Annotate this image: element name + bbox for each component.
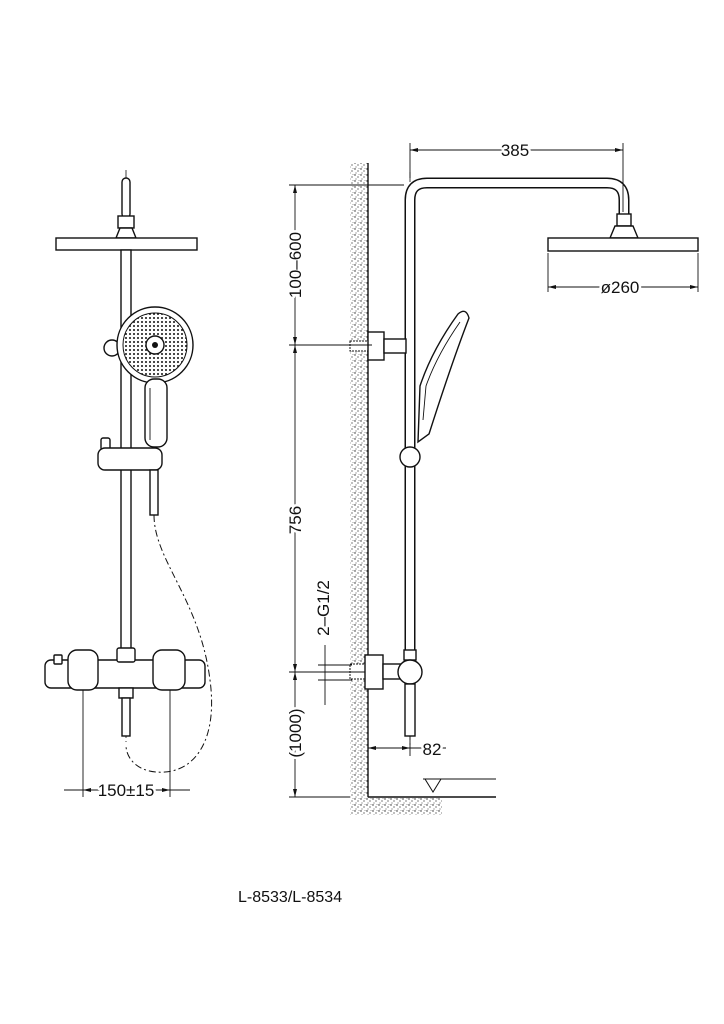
arrowhead-mixer-upper	[293, 664, 297, 672]
lower-inlet-thread	[349, 663, 366, 680]
arrowhead-bracket-upper	[293, 337, 297, 345]
vertical-chain-dimension: 100–600 756 (1000)	[284, 184, 404, 798]
side-view: 385 ø260	[284, 139, 699, 815]
hand-shower-edge-side	[422, 321, 461, 421]
dimension-inlet-spacing: 150±15	[64, 690, 190, 803]
mixer-safety-button	[53, 654, 63, 665]
model-caption: L-8533/L-8534	[238, 889, 342, 906]
hose-top-section	[149, 469, 159, 516]
hand-shower-front	[116, 306, 194, 448]
floor-section	[350, 797, 442, 815]
hand-shower-center-dot	[152, 342, 158, 348]
arrowhead-left	[83, 788, 91, 792]
lower-bracket-plate	[364, 654, 384, 690]
mixer-valve-side	[397, 659, 423, 685]
label-mixer-height: (1000)	[286, 708, 305, 757]
rod-top-cap	[121, 177, 131, 219]
inlet-thread-callout: 2–G1/2	[312, 578, 352, 705]
dimension-head-diameter: ø260	[547, 253, 699, 300]
riser-arm-outline	[404, 177, 630, 660]
riser-and-arm-side	[404, 177, 630, 660]
arrowhead-right	[162, 788, 170, 792]
hand-shower-handle-front	[144, 378, 168, 448]
arrowhead-left	[548, 285, 556, 289]
mixer-right-knob	[152, 649, 186, 691]
wall-section	[350, 163, 368, 797]
riser-arm-interior	[406, 179, 628, 660]
floor-level-triangle	[424, 778, 442, 793]
label-top-arm-length: 385	[501, 141, 529, 160]
head-connector-cone	[114, 227, 138, 239]
slider-holder-front	[97, 447, 163, 471]
mixer-left-knob	[67, 649, 99, 691]
mixer-outlet-nut	[118, 687, 134, 699]
upper-bracket-arm	[383, 338, 407, 354]
floor-level-marker	[423, 778, 496, 793]
arrowhead-right	[690, 285, 698, 289]
head-connector-nut	[117, 215, 135, 229]
front-view: 150±15	[44, 170, 213, 803]
arrowhead-left	[410, 148, 418, 152]
label-inlet-thread: 2–G1/2	[314, 580, 333, 636]
arrowhead-top	[293, 185, 297, 193]
arrowhead-left	[368, 746, 376, 750]
arrowhead-bracket-lower	[293, 345, 297, 353]
arm-end-nut	[616, 213, 632, 227]
arrowhead-right	[402, 746, 410, 750]
label-wall-bracket-range: 100–600	[286, 232, 305, 298]
arrowhead-right	[615, 148, 623, 152]
hose-dashed-path	[125, 514, 213, 773]
hand-shower-body-side	[417, 310, 470, 444]
dimension-top-arm: 385	[409, 139, 624, 212]
arrowhead-floor	[293, 789, 297, 797]
mixer-outlet-pipe-side	[404, 683, 416, 737]
label-inlet-spacing: 150±15	[98, 781, 155, 800]
hand-shower-side	[417, 310, 470, 444]
label-head-diameter: ø260	[601, 278, 640, 297]
mixer-rail-coupling	[116, 647, 136, 663]
label-wall-offset: 82	[423, 740, 442, 759]
upper-bracket-plate	[367, 331, 385, 361]
upper-wall-bracket	[349, 331, 407, 361]
dimension-wall-offset: 82	[368, 736, 446, 762]
overhead-shower-head-front	[55, 237, 198, 251]
arrowhead-mixer-lower	[293, 672, 297, 680]
mixer-outlet-pipe	[121, 697, 131, 737]
arm-end-cone	[608, 225, 640, 239]
overhead-shower-head-side	[547, 237, 699, 252]
upper-bracket-anchor	[349, 340, 369, 352]
mixer-top-cap-side	[403, 649, 417, 661]
thermostatic-mixer-front	[44, 647, 206, 737]
label-rail-length: 756	[286, 506, 305, 534]
mixer-side	[349, 649, 423, 737]
slider-knob-side	[399, 446, 421, 468]
